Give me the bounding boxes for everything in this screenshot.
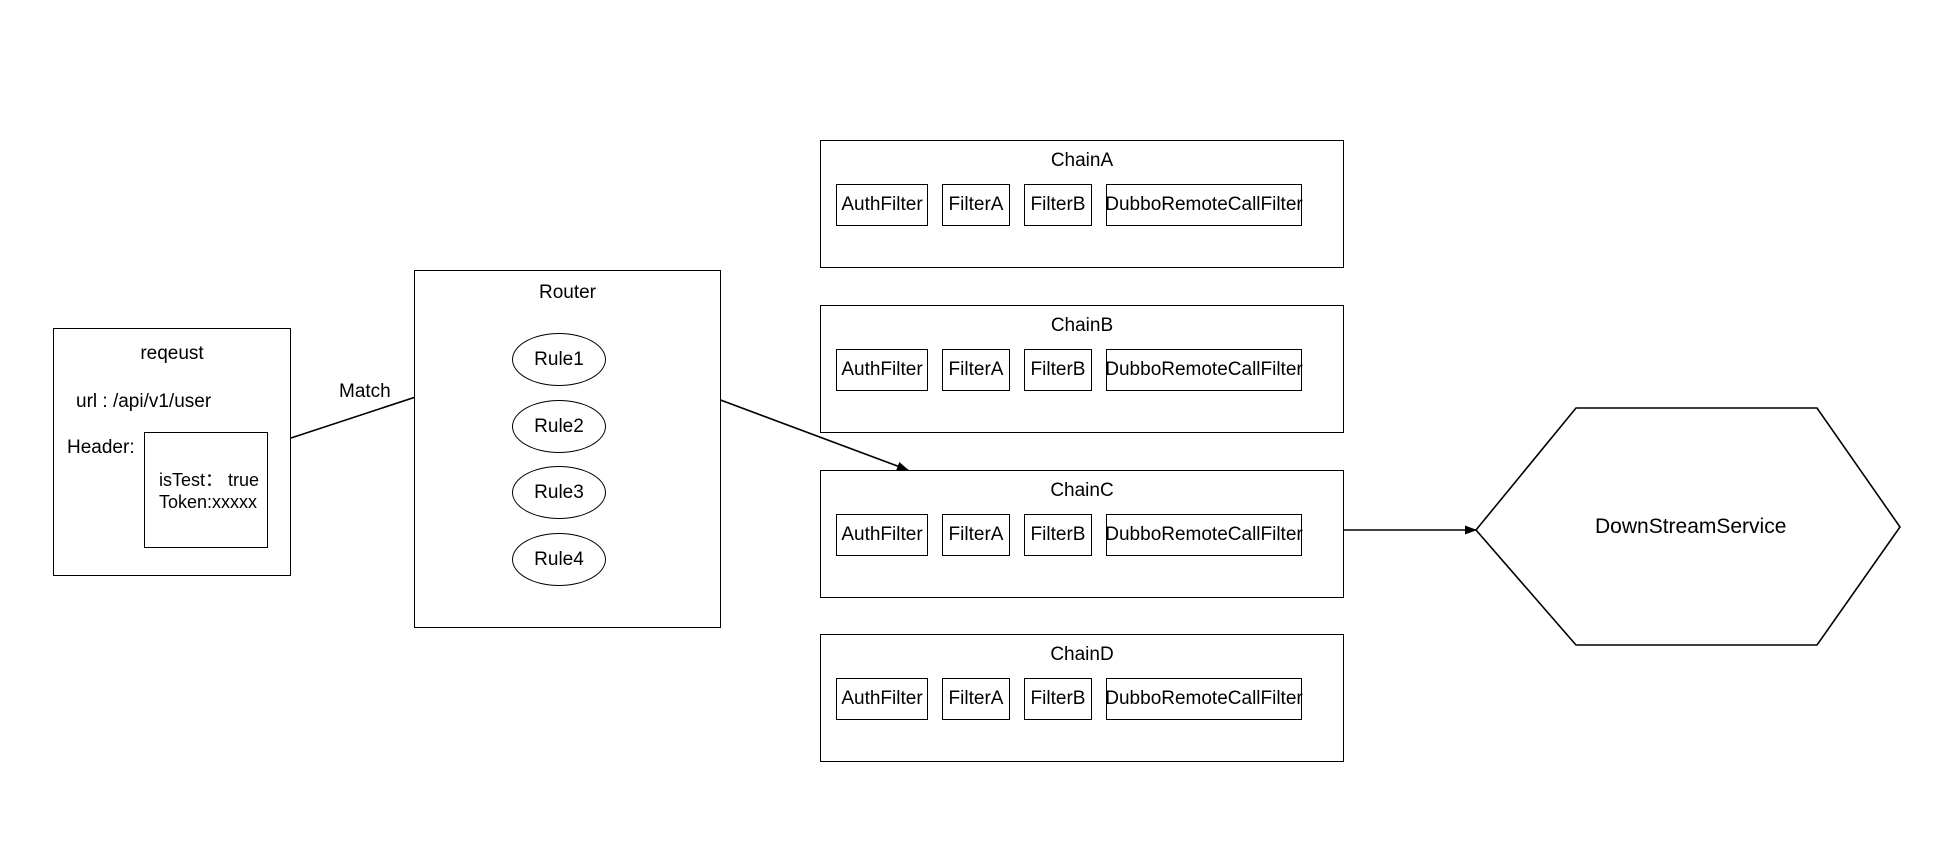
filter-box-authfilter[interactable]: AuthFilter	[836, 349, 928, 391]
chain-title-chainc: ChainC	[1050, 480, 1114, 501]
filter-box-dubboremotecallfilter[interactable]: DubboRemoteCallFilter	[1105, 349, 1303, 391]
request-header-label: Header:	[67, 437, 135, 458]
chain-node-chainc[interactable]: ChainC AuthFilter FilterA FilterB DubboR…	[820, 470, 1344, 598]
chain-title-chaind: ChainD	[1050, 644, 1114, 665]
request-header-box[interactable]: isTest： true Token:xxxxx	[144, 432, 268, 548]
router-rule-rule1[interactable]: Rule1	[512, 333, 606, 386]
filter-box-authfilter[interactable]: AuthFilter	[836, 678, 928, 720]
filter-box-dubboremotecallfilter[interactable]: DubboRemoteCallFilter	[1105, 184, 1303, 226]
filter-box-filterb[interactable]: FilterB	[1024, 184, 1092, 226]
chain-title-chaina: ChainA	[1050, 150, 1114, 171]
filter-box-filtera[interactable]: FilterA	[942, 514, 1010, 556]
router-rule-rule3[interactable]: Rule3	[512, 466, 606, 519]
downstream-service-label: DownStreamService	[1595, 515, 1787, 538]
filter-box-filtera[interactable]: FilterA	[942, 184, 1010, 226]
chain-node-chainb[interactable]: ChainB AuthFilter FilterA FilterB DubboR…	[820, 305, 1344, 433]
chain-node-chaina[interactable]: ChainA AuthFilter FilterA FilterB DubboR…	[820, 140, 1344, 268]
header-entry-token: Token:xxxxx	[159, 492, 258, 512]
router-rule-rule2[interactable]: Rule2	[512, 400, 606, 453]
filter-box-filterb[interactable]: FilterB	[1024, 349, 1092, 391]
filter-box-filterb[interactable]: FilterB	[1024, 678, 1092, 720]
header-entry-istest: isTest： true	[159, 470, 260, 490]
filter-box-dubboremotecallfilter[interactable]: DubboRemoteCallFilter	[1105, 678, 1303, 720]
chain-title-chainb: ChainB	[1050, 315, 1114, 336]
request-node-title: reqeust	[140, 343, 204, 364]
request-url-text: url : /api/v1/user	[76, 391, 212, 412]
router-node-title: Router	[538, 282, 597, 303]
chain-node-chaind[interactable]: ChainD AuthFilter FilterA FilterB DubboR…	[820, 634, 1344, 762]
filter-box-filtera[interactable]: FilterA	[942, 678, 1010, 720]
router-rule-rule4[interactable]: Rule4	[512, 533, 606, 586]
filter-box-authfilter[interactable]: AuthFilter	[836, 184, 928, 226]
filter-box-authfilter[interactable]: AuthFilter	[836, 514, 928, 556]
filter-box-filtera[interactable]: FilterA	[942, 349, 1010, 391]
edge-label-match: Match	[337, 381, 393, 403]
request-node[interactable]: reqeust url : /api/v1/user Header: isTes…	[53, 328, 291, 576]
filter-box-filterb[interactable]: FilterB	[1024, 514, 1092, 556]
router-node[interactable]: Router Rule1 Rule2 Rule3 Rule4	[414, 270, 721, 628]
filter-box-dubboremotecallfilter[interactable]: DubboRemoteCallFilter	[1105, 514, 1303, 556]
